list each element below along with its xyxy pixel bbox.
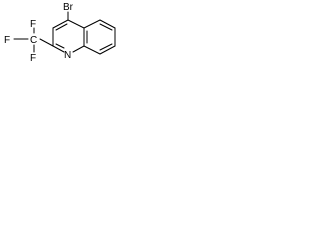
bond-c8-c8a	[83, 45, 101, 55]
bond-c2-n1	[52, 45, 65, 53]
bond-c5-c6-inner	[99, 23, 113, 31]
molecule-diagram: Br C F F F N	[0, 0, 116, 78]
bond-n1-c8a	[72, 45, 85, 53]
atom-label-bromine: Br	[63, 2, 74, 13]
atom-label-carbon-cf3: C	[30, 35, 37, 46]
atom-label-nitrogen: N	[64, 50, 71, 61]
bond-c5-c6	[99, 19, 116, 29]
bond-c4-c4a	[67, 19, 85, 29]
bond-c4-c3-inner	[55, 23, 68, 31]
structure-svg: Br C F F F N	[4, 2, 116, 64]
atom-label-fluorine-left: F	[4, 35, 10, 46]
bond-c7-c8-inner	[99, 43, 113, 51]
bond-c4-c3	[52, 19, 69, 29]
atom-label-fluorine-bottom: F	[30, 53, 36, 64]
bond-c4a-c5	[83, 19, 101, 29]
bond-c2-cf3	[39, 38, 54, 47]
bond-c7-c8	[99, 45, 116, 55]
atom-label-fluorine-top: F	[30, 19, 36, 30]
bond-c2-n1-inner	[55, 43, 65, 49]
